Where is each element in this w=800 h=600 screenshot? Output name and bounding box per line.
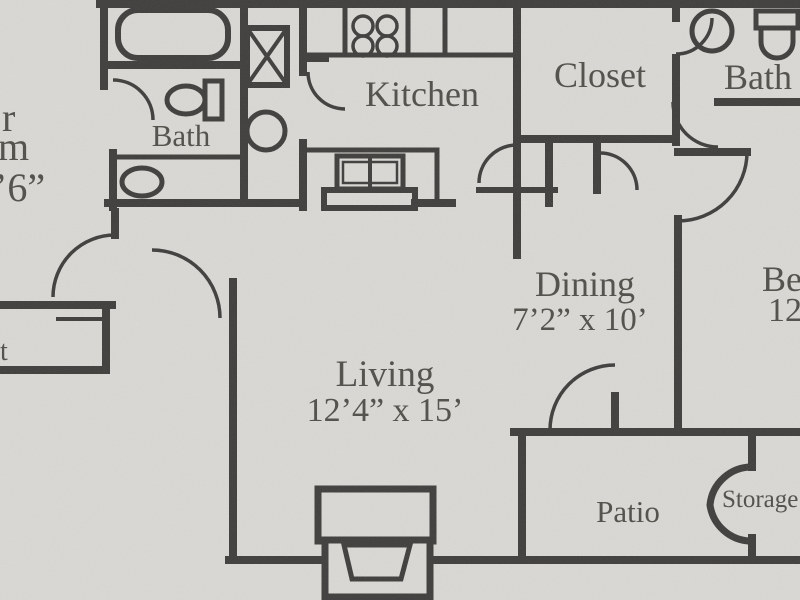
floor-plan-page: rm’6”BathKitchenClosetBathDining7’2” x 1… <box>0 0 800 600</box>
floor-plan: rm’6”BathKitchenClosetBathDining7’2” x 1… <box>0 0 800 600</box>
scan-grain-overlay <box>0 0 800 600</box>
